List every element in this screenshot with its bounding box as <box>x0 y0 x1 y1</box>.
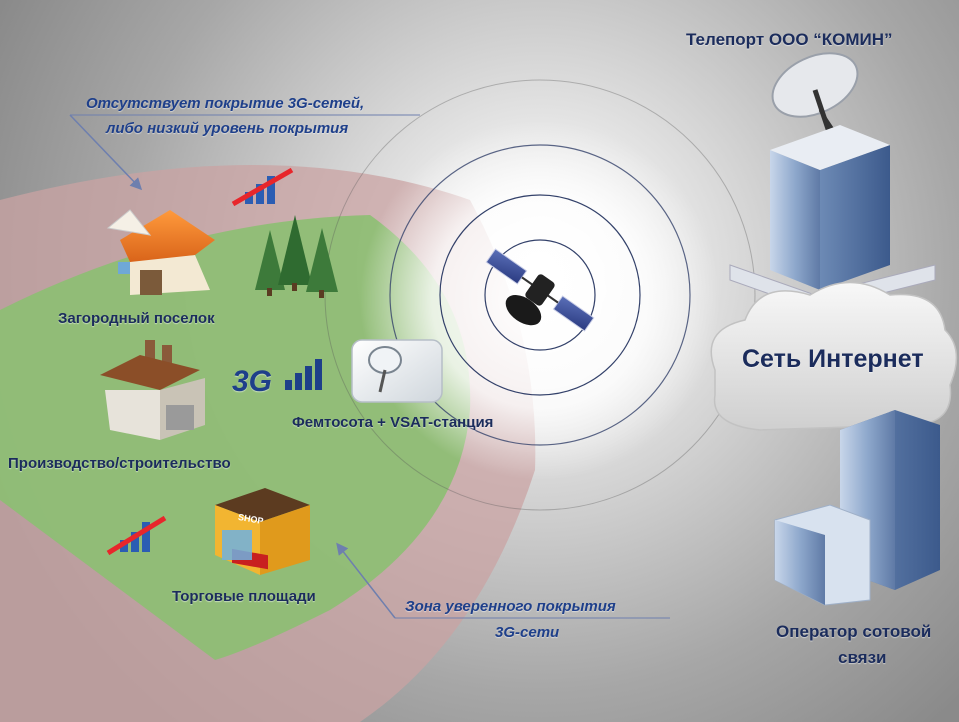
strong-zone-pointer <box>336 542 396 619</box>
signal-bars-icon <box>285 359 322 390</box>
femtocell-label: Фемтосота + VSAT-станция <box>292 414 494 431</box>
signal-ring-4 <box>324 79 756 511</box>
operator-label-line1: Оператор сотовой <box>776 622 932 641</box>
no-signal-icon <box>231 167 294 207</box>
office-building-icon <box>774 410 940 606</box>
trees-icon <box>255 215 338 298</box>
no-coverage-pointer <box>69 114 143 191</box>
signal-ring-2 <box>439 194 641 396</box>
satellite-dish-icon <box>771 52 859 141</box>
satellite-icon <box>485 248 595 332</box>
no-coverage-label-line2: либо низкий уровень покрытия <box>106 120 349 137</box>
signal-ring-3 <box>389 144 691 446</box>
production-label: Производство/строительство <box>8 455 231 472</box>
no-coverage-label-line1: Отсутствует покрытие 3G-сетей, <box>86 95 365 112</box>
strong-zone-label-line1: Зона уверенного покрытия <box>405 598 616 615</box>
shops-label: Торговые площади <box>172 588 316 605</box>
no-signal-icon <box>106 515 167 556</box>
internet-label: Сеть Интернет <box>742 345 924 373</box>
factory-icon <box>100 340 205 440</box>
data-center-icon <box>729 125 936 311</box>
badge-3g: 3G <box>232 365 273 398</box>
vsat-terminal-icon <box>351 339 443 403</box>
shop-icon <box>215 488 310 575</box>
village-label: Загородный поселок <box>58 310 215 327</box>
teleport-label: Телепорт ООО “КОМИН” <box>686 30 893 49</box>
signal-ring-1 <box>484 239 596 351</box>
house-icon <box>106 209 215 295</box>
strong-zone-label-line2: 3G-сети <box>495 624 560 641</box>
operator-label-line2: связи <box>838 648 887 667</box>
